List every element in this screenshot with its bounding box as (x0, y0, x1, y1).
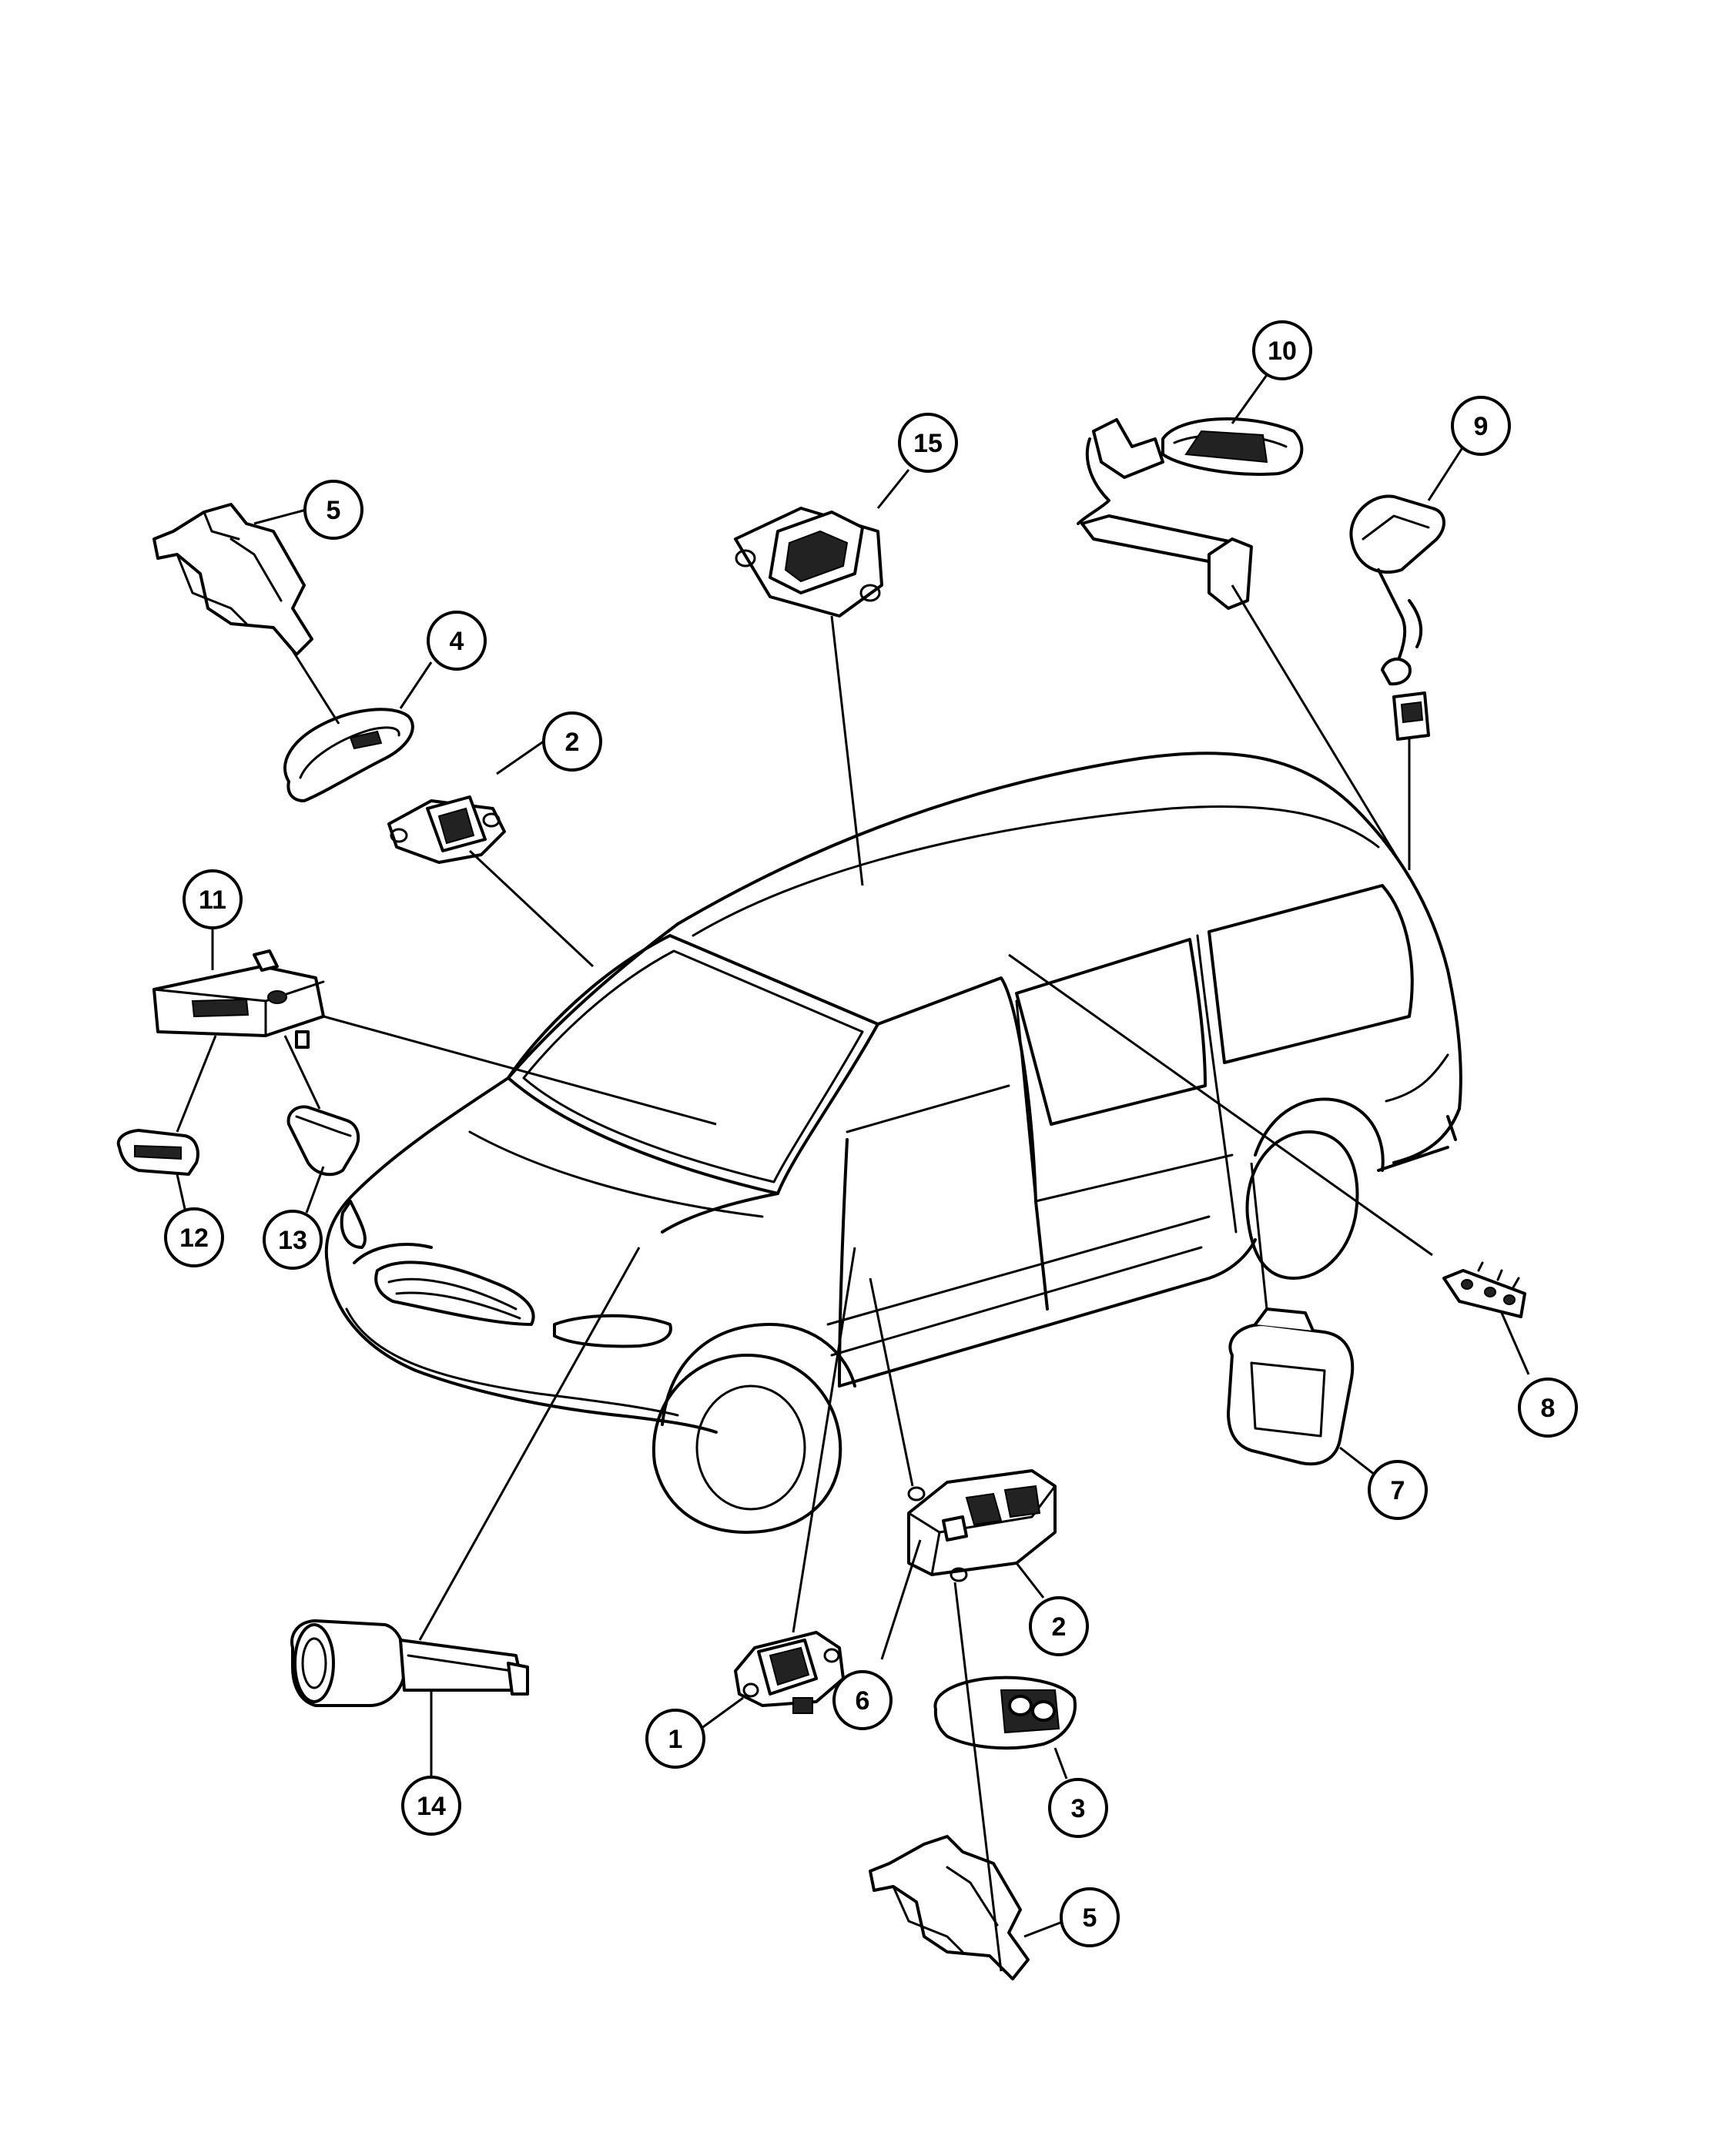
callout-6: 6 (832, 1670, 893, 1730)
minivan-outline (324, 752, 1462, 1534)
callout-8: 8 (1518, 1378, 1578, 1438)
callout-1: 1 (645, 1709, 705, 1769)
svg-text:9: 9 (1474, 412, 1489, 441)
part-10-sensor (1077, 417, 1304, 610)
part-15-overhead-switch (734, 507, 883, 618)
callout-13: 13 (263, 1210, 323, 1270)
part-7-pad (1227, 1307, 1355, 1466)
part-5-bracket-upper (152, 503, 313, 656)
svg-text:6: 6 (856, 1686, 870, 1716)
svg-text:5: 5 (327, 496, 341, 525)
callout-9: 9 (1451, 396, 1511, 456)
callout-7: 7 (1368, 1460, 1428, 1520)
callout-15: 15 (898, 413, 958, 473)
callout-4: 4 (427, 611, 487, 671)
svg-text:10: 10 (1268, 336, 1297, 366)
front-wheel (651, 1354, 842, 1534)
leader-lines (176, 369, 1530, 1972)
svg-text:14: 14 (417, 1792, 446, 1821)
callout-3: 3 (1048, 1778, 1108, 1838)
callout-5-lower: 5 (1060, 1887, 1120, 1947)
callout-11: 11 (183, 869, 243, 929)
part-2-switch-upper (387, 795, 506, 864)
svg-text:5: 5 (1083, 1903, 1097, 1933)
part-9-sensor (1349, 494, 1445, 741)
svg-text:3: 3 (1071, 1794, 1086, 1823)
svg-text:2: 2 (1052, 1612, 1067, 1642)
svg-text:15: 15 (913, 429, 943, 458)
svg-text:7: 7 (1391, 1476, 1405, 1505)
part-13-connector (286, 1105, 360, 1177)
svg-text:4: 4 (450, 627, 464, 656)
svg-text:8: 8 (1541, 1394, 1556, 1423)
part-5-bracket-lower (869, 1835, 1030, 1980)
part-1-switch (734, 1631, 845, 1714)
svg-text:1: 1 (668, 1725, 683, 1754)
part-4-bezel (283, 708, 414, 802)
part-12-switch (116, 1129, 199, 1176)
part-14-sensor (290, 1619, 529, 1707)
rear-wheel (1245, 1097, 1385, 1280)
callout-2-upper: 2 (542, 711, 602, 772)
callout-14: 14 (401, 1776, 461, 1836)
callout-5-upper: 5 (303, 480, 363, 540)
svg-text:2: 2 (565, 728, 580, 757)
part-3-bezel (933, 1676, 1077, 1750)
svg-text:11: 11 (199, 886, 226, 915)
part-11-module (152, 949, 325, 1049)
callout-10: 10 (1252, 320, 1312, 380)
part-8-connector (1442, 1261, 1526, 1318)
callout-12: 12 (164, 1207, 224, 1267)
callout-2-lower: 2 (1029, 1596, 1089, 1656)
svg-text:13: 13 (278, 1226, 307, 1255)
svg-text:12: 12 (179, 1224, 209, 1253)
part-2-switch-lower (907, 1469, 1057, 1582)
